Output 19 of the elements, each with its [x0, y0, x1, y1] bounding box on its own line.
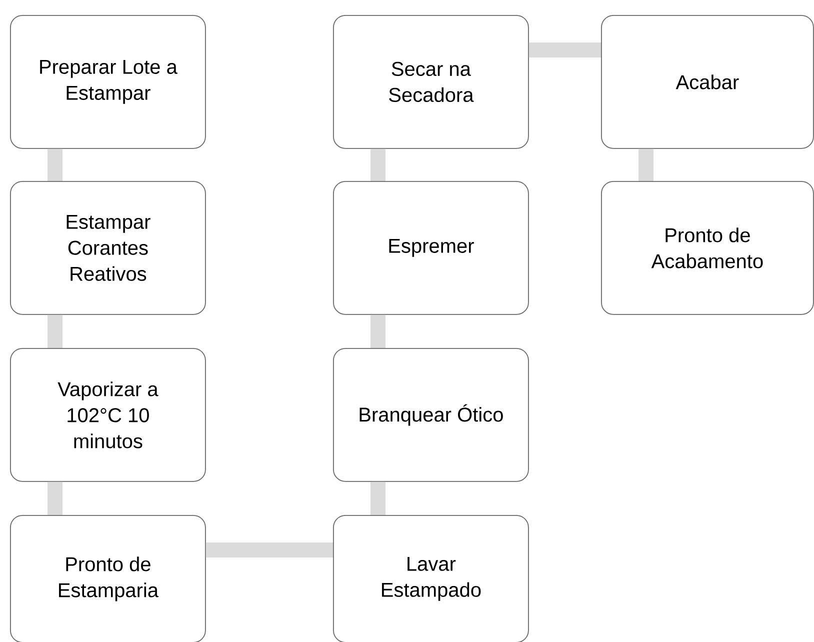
process-box: Secar na Secadora: [333, 15, 529, 149]
process-box: Espremer: [333, 181, 529, 315]
process-box: Lavar Estampado: [333, 515, 529, 642]
process-box: Acabar: [601, 15, 814, 149]
connector-bar: [48, 482, 62, 515]
process-box: Estampar Corantes Reativos: [10, 181, 206, 315]
connector-bar: [370, 314, 386, 348]
connector-bar: [528, 42, 601, 58]
process-box: Pronto de Acabamento: [601, 181, 814, 315]
connector-bar: [370, 148, 386, 181]
process-box: Preparar Lote a Estampar: [10, 15, 206, 149]
connector-bar: [48, 148, 62, 181]
process-box: Branquear Ótico: [333, 348, 529, 482]
process-box: Pronto de Estamparia: [10, 515, 206, 642]
connector-bar: [370, 482, 386, 515]
connector-bar: [638, 148, 654, 181]
process-box: Vaporizar a 102°C 10 minutos: [10, 348, 206, 482]
connector-bar: [206, 542, 333, 558]
connector-bar: [48, 314, 62, 348]
